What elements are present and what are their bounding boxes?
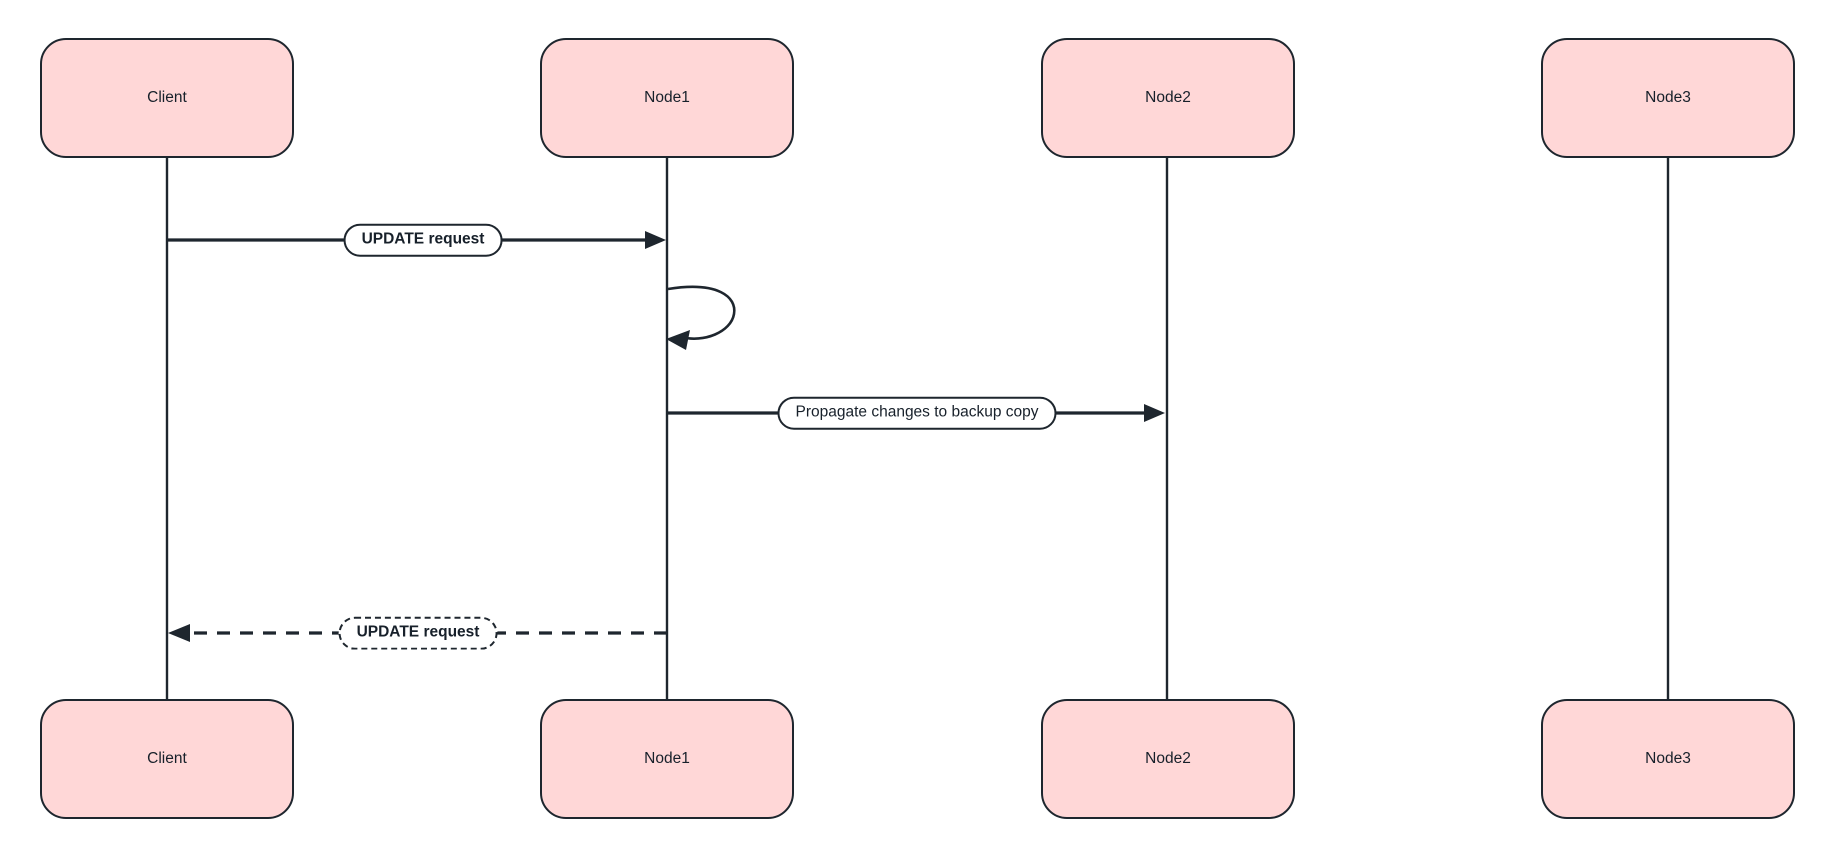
arrowhead-self-loop-node1 bbox=[666, 330, 690, 350]
actor-label-node3: Node3 bbox=[1645, 89, 1691, 106]
actor-label-node3: Node3 bbox=[1645, 750, 1691, 767]
actor-label-node1: Node1 bbox=[644, 750, 690, 767]
actor-box-node2-top: Node2 bbox=[1041, 38, 1295, 158]
actor-box-client-top: Client bbox=[40, 38, 294, 158]
actor-box-node2-bottom: Node2 bbox=[1041, 699, 1295, 819]
arrowhead-node1-to-client bbox=[168, 624, 190, 642]
actor-label-node1: Node1 bbox=[644, 89, 690, 106]
actor-label-client: Client bbox=[147, 750, 187, 767]
self-loop-node1 bbox=[667, 285, 736, 340]
actor-label-node2: Node2 bbox=[1145, 89, 1191, 106]
actor-box-node1-bottom: Node1 bbox=[540, 699, 794, 819]
actor-box-node3-bottom: Node3 bbox=[1541, 699, 1795, 819]
message-label-update-request: UPDATE request bbox=[343, 223, 503, 257]
arrowhead-client-to-node1 bbox=[645, 231, 666, 249]
actor-label-node2: Node2 bbox=[1145, 750, 1191, 767]
actor-box-node1-top: Node1 bbox=[540, 38, 794, 158]
message-label-propagate-changes: Propagate changes to backup copy bbox=[777, 396, 1057, 430]
message-label-update-request-return: UPDATE request bbox=[338, 616, 498, 650]
actor-box-node3-top: Node3 bbox=[1541, 38, 1795, 158]
arrowhead-node1-to-node2 bbox=[1144, 404, 1165, 422]
actor-box-client-bottom: Client bbox=[40, 699, 294, 819]
actor-label-client: Client bbox=[147, 89, 187, 106]
